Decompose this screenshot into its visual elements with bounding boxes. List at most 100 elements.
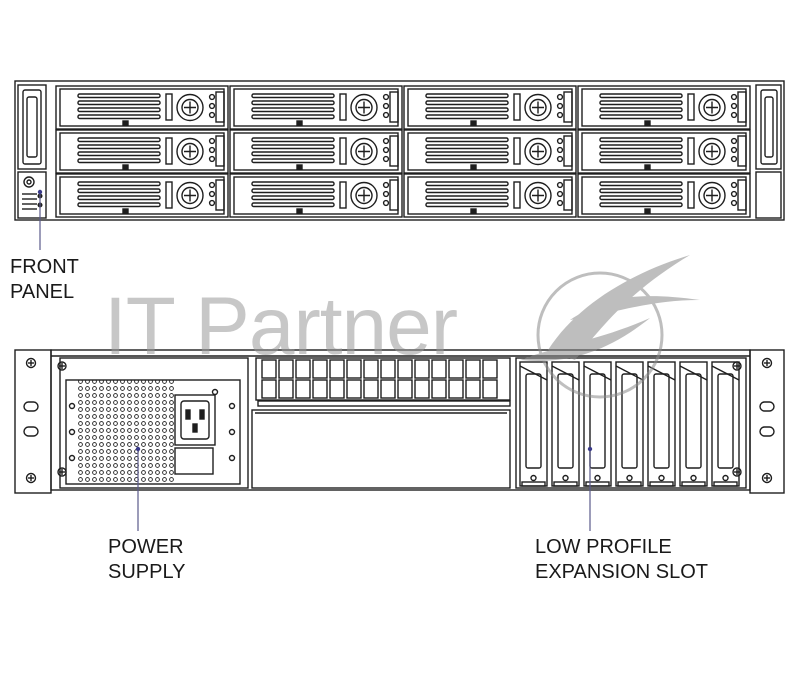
io-slot [414,379,430,399]
drive-release-knob [176,93,204,122]
drive-led [382,146,390,154]
drive-release-knob [698,137,726,166]
io-slot [363,359,379,379]
front-panel-label-line1: FRONT [10,256,79,278]
drive-bay [577,85,751,130]
io-slot [261,359,277,379]
io-slot [261,379,277,399]
io-slot [414,359,430,379]
watermark-logo [520,255,700,399]
io-slot [397,379,413,399]
drive-led [208,199,216,207]
rear-view [14,349,785,494]
drive-release-knob [524,137,552,166]
drive-led [382,137,390,145]
drive-led [556,102,564,110]
drive-led [382,181,390,189]
drive-led [208,102,216,110]
expansion-slot-bracket [583,361,612,487]
io-slot [397,359,413,379]
drive-bay [55,173,229,218]
expansion-slot-group [515,357,747,489]
expansion-slot-bracket [647,361,676,487]
drive-led [382,155,390,163]
io-slot [465,379,481,399]
screw [25,357,37,369]
io-slot [278,359,294,379]
io-slot [346,359,362,379]
rear-blank-panel [251,409,511,489]
drive-led [556,137,564,145]
drive-led [208,111,216,119]
io-slot [431,379,447,399]
io-slot [346,379,362,399]
expansion-slot-label-line1: LOW PROFILE [535,536,672,558]
drive-bay [229,173,403,218]
drive-led [730,102,738,110]
power-supply-label-line1: POWER [108,536,184,558]
drive-release-knob [524,181,552,210]
screw [732,361,742,371]
drive-led [556,199,564,207]
io-slot [312,359,328,379]
drive-led [730,181,738,189]
drive-led [730,190,738,198]
io-slot [465,359,481,379]
io-slot [380,359,396,379]
drive-release-knob [698,93,726,122]
rear-right-rack-ear [749,349,785,494]
right-rack-ear [755,84,782,219]
front-panel-label-line2: PANEL [10,281,75,303]
io-slot [329,379,345,399]
drive-bay [229,129,403,174]
drive-bay [55,129,229,174]
power-switch-icon [174,447,214,475]
drive-bay [55,85,229,130]
expansion-slot-bracket [615,361,644,487]
drive-led [730,155,738,163]
expansion-slot-bracket [679,361,708,487]
drive-led [556,93,564,101]
screw [761,357,773,369]
screw [761,472,773,484]
drive-bay [403,173,577,218]
io-slot [448,379,464,399]
left-rack-ear [17,84,47,170]
drive-led [208,190,216,198]
drive-release-knob [350,137,378,166]
power-supply-module [59,357,249,489]
power-supply-label: POWER SUPPLY [108,535,185,585]
front-view [14,80,785,221]
drive-bay [577,129,751,174]
drive-bay [403,129,577,174]
drive-led [208,146,216,154]
io-slot [363,379,379,399]
power-supply-label-line2: SUPPLY [108,561,186,583]
drive-bay-array [55,85,751,218]
front-control-panel [17,171,47,219]
drive-release-knob [350,93,378,122]
drive-led [556,111,564,119]
drive-led [382,111,390,119]
rear-chassis-outline [50,349,751,491]
expansion-slot-bracket [711,361,740,487]
rear-left-rack-ear [14,349,52,494]
io-slot [278,379,294,399]
screw [57,467,67,477]
rear-io-slot-grid [255,357,511,401]
drive-bay [577,173,751,218]
io-slot [431,359,447,379]
io-slot [312,379,328,399]
drive-led [730,111,738,119]
io-slot [448,359,464,379]
screw [57,361,67,371]
ac-inlet-icon [174,394,216,446]
drive-release-knob [524,93,552,122]
drive-led [556,190,564,198]
drive-led [382,102,390,110]
screw [25,472,37,484]
expansion-slot-label: LOW PROFILE EXPANSION SLOT [535,535,708,585]
expansion-slot-label-line2: EXPANSION SLOT [535,561,709,583]
